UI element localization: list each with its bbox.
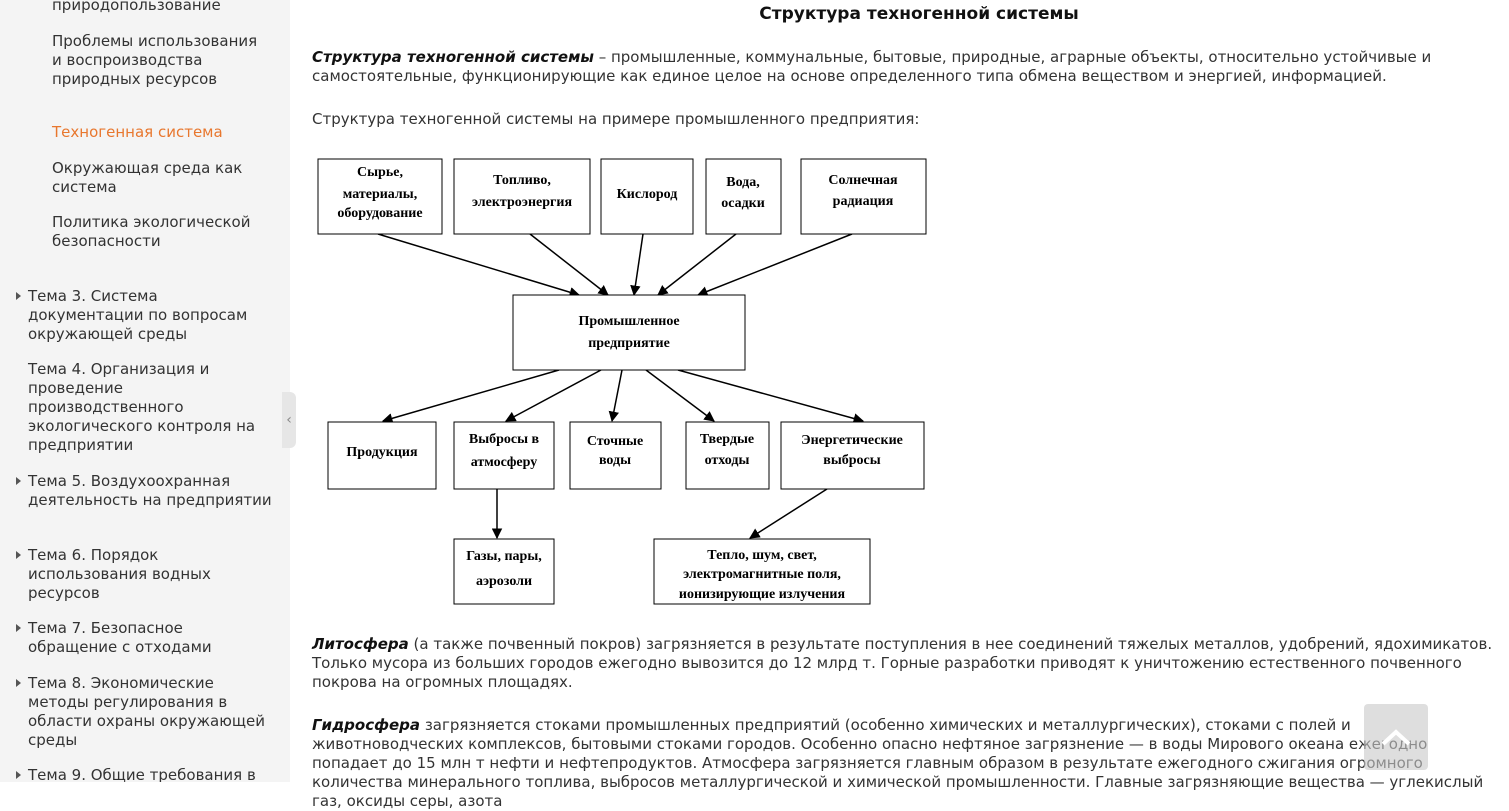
svg-text:Вода,осадки: Вода,осадки — [721, 175, 765, 211]
arrow — [677, 369, 865, 424]
svg-text:Кислород: Кислород — [617, 187, 678, 202]
techno-system-diagram: Сырье,материалы,оборудование Топливо,эле… — [317, 158, 927, 605]
sidebar-topic[interactable]: Тема 3. Система документации по вопросам… — [28, 287, 248, 343]
arrow — [505, 369, 602, 422]
arrow — [697, 233, 853, 297]
svg-text:Топливо,электроэнергия: Топливо,электроэнергия — [472, 173, 572, 210]
sidebar-subitem[interactable]: Окружающая среда как система — [52, 159, 243, 196]
diagram-box-input: Сырье,материалы,оборудование — [317, 158, 443, 235]
sidebar-topic[interactable]: Тема 7. Безопасное обращение с отходами — [28, 619, 212, 656]
svg-text:Тепло, шум, свет,электромагнит: Тепло, шум, свет,электромагнитные поля,и… — [679, 548, 846, 602]
svg-text:Газы, пары,аэрозоли: Газы, пары,аэрозоли — [466, 549, 542, 589]
example-caption: Структура техногенной системы на примере… — [312, 110, 920, 128]
diagram-box-input: Топливо,электроэнергия — [453, 158, 591, 235]
arrow — [657, 233, 737, 296]
sidebar-subitem[interactable]: Проблемы использования и воспроизводства… — [52, 32, 258, 88]
sidebar-subitem-active[interactable]: Техногенная система — [52, 123, 223, 141]
arrow — [377, 233, 581, 298]
sidebar-collapse-button[interactable]: ‹ — [282, 392, 296, 448]
sidebar-subitem[interactable]: Политика экологической безопасности — [52, 213, 251, 250]
arrow — [749, 488, 828, 539]
caret-right-icon[interactable] — [16, 679, 21, 687]
sidebar-topic[interactable]: Тема 8. Экономические методы регулирован… — [28, 674, 265, 749]
diagram-box-sub-output: Тепло, шум, свет,электромагнитные поля,и… — [653, 538, 871, 605]
sidebar-topic[interactable]: Тема 5. Воздухоохранная деятельность на … — [28, 472, 272, 509]
hydrosphere-term: Гидросфера — [312, 716, 421, 734]
svg-text:Продукция: Продукция — [346, 445, 418, 460]
caret-right-icon[interactable] — [16, 292, 21, 300]
lithosphere-paragraph: Литосфера (а также почвенный покров) заг… — [312, 635, 1497, 692]
arrow — [381, 369, 560, 424]
diagram-box-sub-output: Газы, пары,аэрозоли — [453, 538, 555, 605]
intro-text: – промышленные, коммунальные, бытовые, п… — [312, 48, 1432, 85]
sidebar-topic[interactable]: Тема 9. Общие требования в — [28, 766, 256, 782]
diagram-box-input: Вода,осадки — [705, 158, 782, 235]
arrow — [529, 233, 609, 296]
hydrosphere-text: загрязняется стоками промышленных предпр… — [312, 716, 1484, 810]
caret-right-icon[interactable] — [16, 771, 21, 779]
lithosphere-term: Литосфера — [312, 635, 409, 653]
scroll-to-top-button[interactable] — [1364, 704, 1428, 770]
sidebar-topic[interactable]: Тема 4. Организация и проведение произво… — [28, 360, 256, 454]
hydrosphere-paragraph: Гидросфера загрязняется стоками промышле… — [312, 716, 1497, 811]
sidebar-topic[interactable]: Тема 6. Порядок использования водных рес… — [28, 546, 211, 602]
arrow — [608, 369, 623, 423]
sidebar: природопользование Проблемы использовани… — [0, 0, 290, 782]
lithosphere-text: (а также почвенный покров) загрязняется … — [312, 635, 1493, 691]
diagram-box-output: Продукция — [327, 421, 437, 490]
chevron-left-icon: ‹ — [286, 412, 292, 428]
caret-right-icon[interactable] — [16, 551, 21, 559]
sidebar-subitem[interactable]: природопользование — [52, 0, 221, 14]
intro-paragraph: Структура техногенной системы – промышле… — [312, 48, 1497, 86]
intro-term: Структура техногенной системы — [312, 48, 594, 66]
page-title: Структура техногенной системы — [759, 4, 1079, 24]
caret-right-icon[interactable] — [16, 624, 21, 632]
chevron-up-icon — [1381, 729, 1411, 746]
diagram-box-input: Кислород — [600, 158, 694, 235]
arrow — [645, 369, 715, 422]
svg-text:Сырье,материалы,оборудование: Сырье,материалы,оборудование — [337, 165, 422, 221]
arrow — [630, 233, 644, 297]
caret-right-icon[interactable] — [16, 477, 21, 485]
